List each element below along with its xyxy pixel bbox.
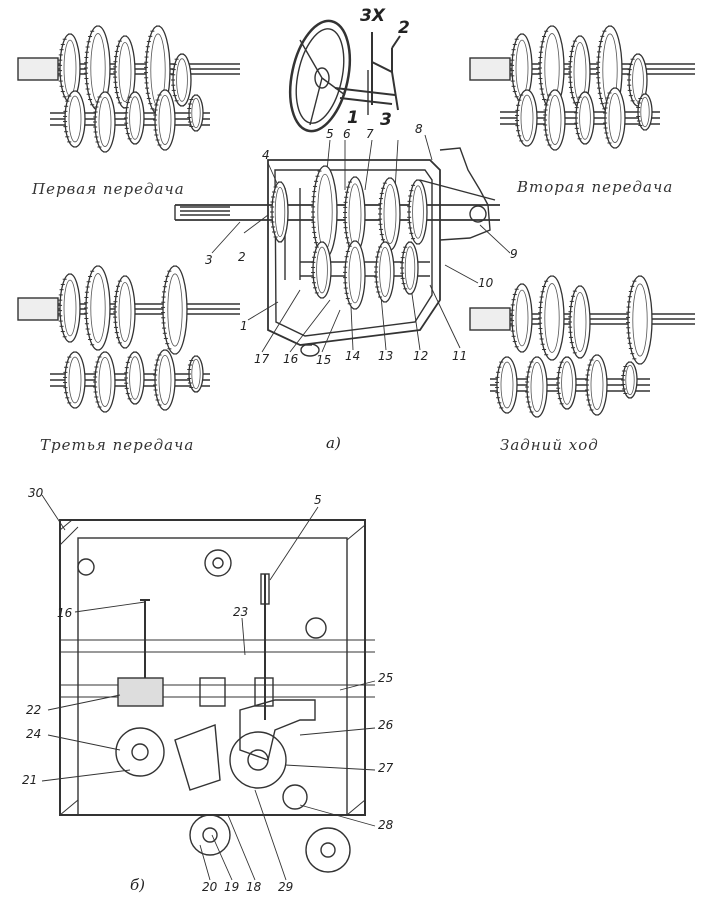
part-number-23: 23 xyxy=(233,605,249,619)
part-number-8: 8 xyxy=(415,122,423,136)
gear-17 xyxy=(543,89,566,151)
gear-6 xyxy=(63,90,86,148)
part-number-14: 14 xyxy=(345,349,361,363)
part-number-16: 16 xyxy=(283,352,299,366)
gearbox-cover-figure-b xyxy=(59,519,375,873)
shift-label-second: 2 xyxy=(398,18,410,38)
gear-30 xyxy=(510,283,533,353)
part-number-5-b: 5 xyxy=(314,493,322,507)
part-number-12: 12 xyxy=(413,349,429,363)
gear-2 xyxy=(84,25,111,111)
part-number-30: 30 xyxy=(28,486,44,500)
gear-23 xyxy=(113,275,136,349)
part-number-3: 3 xyxy=(205,253,213,267)
gear-38 xyxy=(621,361,638,399)
gear-39 xyxy=(270,181,289,243)
gear-12 xyxy=(538,25,565,111)
gear-34 xyxy=(495,356,518,414)
gear-26 xyxy=(93,351,116,413)
part-number-17: 17 xyxy=(254,352,270,366)
part-number-10: 10 xyxy=(478,276,494,290)
gear-33 xyxy=(626,275,653,365)
part-number-15: 15 xyxy=(316,353,332,367)
gear-37 xyxy=(585,354,608,416)
caption-second-gear: Вторая передача xyxy=(517,178,674,196)
gear-8 xyxy=(124,91,145,145)
gear-45 xyxy=(343,240,366,310)
part-number-18: 18 xyxy=(246,880,262,894)
part-number-27: 27 xyxy=(378,761,394,775)
gear-16 xyxy=(515,89,538,147)
part-number-25: 25 xyxy=(378,671,394,685)
part-number-5: 5 xyxy=(326,127,334,141)
gear-35 xyxy=(525,356,548,418)
caption-reverse: Задний ход xyxy=(500,436,599,454)
leader-lines xyxy=(41,134,511,881)
gear-47 xyxy=(400,241,419,295)
gear-7 xyxy=(93,91,116,153)
part-number-11: 11 xyxy=(452,349,468,363)
caption-first-gear: Первая передача xyxy=(32,180,185,198)
gear-15 xyxy=(627,53,648,107)
part-number-7: 7 xyxy=(366,127,374,141)
part-number-20: 20 xyxy=(202,880,218,894)
gear-29 xyxy=(187,355,204,393)
gear-28 xyxy=(153,349,176,411)
gear-32 xyxy=(568,285,591,359)
gear-36 xyxy=(556,356,577,410)
gear-5 xyxy=(171,53,192,107)
gear-43 xyxy=(407,179,428,245)
part-number-19: 19 xyxy=(224,880,240,894)
steering-wheel xyxy=(288,19,396,133)
part-number-28: 28 xyxy=(378,818,394,832)
shift-pattern xyxy=(371,32,401,111)
gear-25 xyxy=(63,351,86,409)
part-number-13: 13 xyxy=(378,349,394,363)
gear-31 xyxy=(538,275,565,361)
gear-18 xyxy=(574,91,595,145)
part-number-2: 2 xyxy=(238,250,246,264)
gear-9 xyxy=(153,89,176,151)
part-number-26: 26 xyxy=(378,718,394,732)
part-number-4: 4 xyxy=(262,148,270,162)
gear-42 xyxy=(378,177,401,251)
caption-third-gear: Третья передача xyxy=(40,436,195,454)
gear-21 xyxy=(58,273,81,343)
part-number-21: 21 xyxy=(22,773,38,787)
gear-22 xyxy=(84,265,111,351)
shift-label-third: 3 xyxy=(380,110,392,130)
gear-46 xyxy=(374,241,395,303)
gear-20 xyxy=(636,93,653,131)
gear-24 xyxy=(161,265,188,355)
shift-label-first: 1 xyxy=(347,108,359,128)
gear-19 xyxy=(603,87,626,149)
part-number-9: 9 xyxy=(510,247,518,261)
shift-label-third-reverse: 3Х xyxy=(360,6,385,26)
part-number-1: 1 xyxy=(240,319,248,333)
part-number-16-b: 16 xyxy=(57,606,73,620)
part-number-24: 24 xyxy=(26,727,42,741)
gear-40 xyxy=(311,165,338,259)
part-number-6: 6 xyxy=(343,127,351,141)
part-number-22: 22 xyxy=(26,703,42,717)
gear-44 xyxy=(311,241,332,299)
sublabel-a: a) xyxy=(326,434,341,452)
gear-27 xyxy=(124,351,145,405)
gear-10 xyxy=(187,94,204,132)
sublabel-b: б) xyxy=(130,876,146,894)
part-number-29: 29 xyxy=(278,880,294,894)
